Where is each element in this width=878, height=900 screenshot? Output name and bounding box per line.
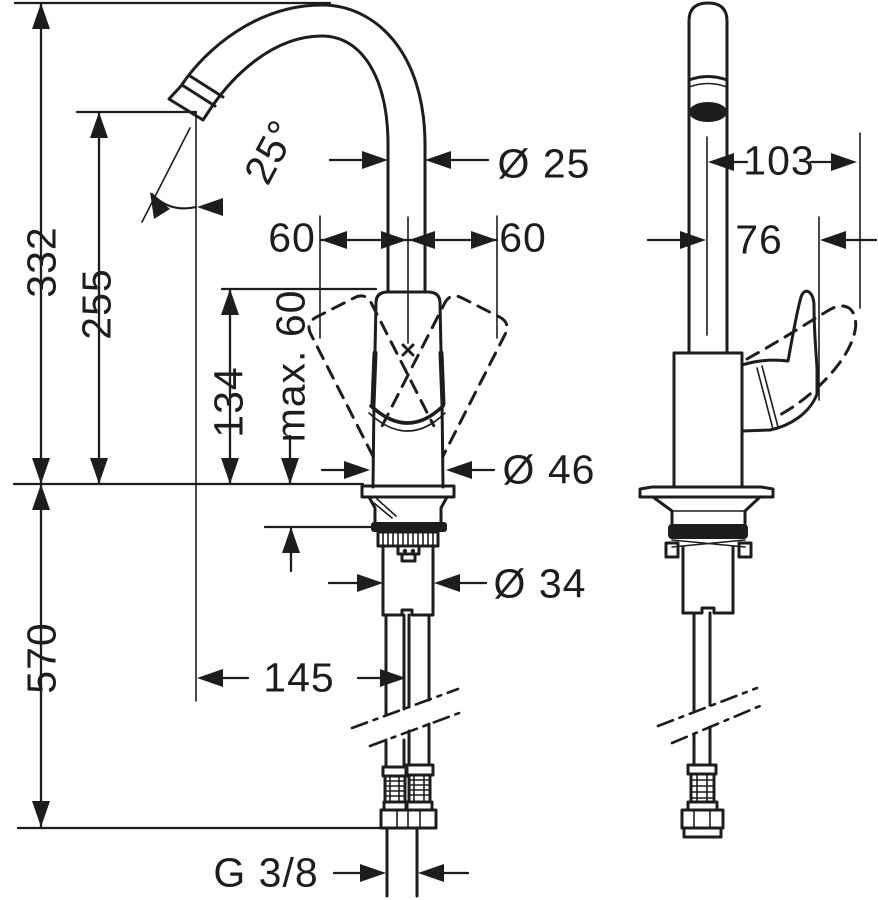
dim-label-body-height: 134 [205, 366, 252, 438]
hoses-front [352, 615, 462, 896]
side-view [640, 3, 856, 837]
side-lever [742, 291, 856, 431]
mounting-front [362, 486, 454, 615]
dim-label-swivel-right: 60 [499, 214, 547, 261]
angle-arrow-right [197, 198, 223, 216]
outlet-opening [689, 102, 727, 122]
angle-ref-line [142, 128, 190, 222]
spout-outline [169, 5, 425, 145]
front-view [169, 5, 511, 896]
dim-label-spout-reach: 145 [263, 654, 335, 701]
spout-pipe [388, 143, 425, 291]
dimension-lines [14, 3, 876, 873]
arrowheads [32, 3, 857, 882]
dim-label-handle-reach-open: 103 [743, 137, 815, 184]
side-pipe [689, 3, 727, 353]
ext-side-lines [819, 133, 860, 400]
oring-band [371, 522, 447, 532]
side-body [674, 353, 742, 487]
dim-label-hose-thread: G 3/8 [213, 849, 319, 896]
dim-label-max-deck: max. 60 [267, 289, 314, 443]
ext-swivel-lines [320, 216, 497, 343]
angle-arrow-left [150, 192, 170, 219]
dim-label-spout-diameter: Ø 25 [497, 140, 591, 187]
handle-swivel-dashed [305, 292, 511, 457]
dim-label-outlet-height: 255 [73, 268, 120, 340]
dim-label-under-counter: 570 [18, 622, 65, 694]
mounting-side [640, 487, 773, 613]
hose-side [658, 613, 760, 837]
dim-label-handle-reach-closed: 76 [735, 216, 783, 263]
dim-label-swivel-left: 60 [268, 214, 316, 261]
dim-label-shank-diameter: Ø 34 [493, 560, 587, 607]
dim-label-body-diameter: Ø 46 [502, 446, 596, 493]
shank-bottom [383, 610, 433, 615]
dim-label-overall-height: 332 [18, 226, 65, 298]
